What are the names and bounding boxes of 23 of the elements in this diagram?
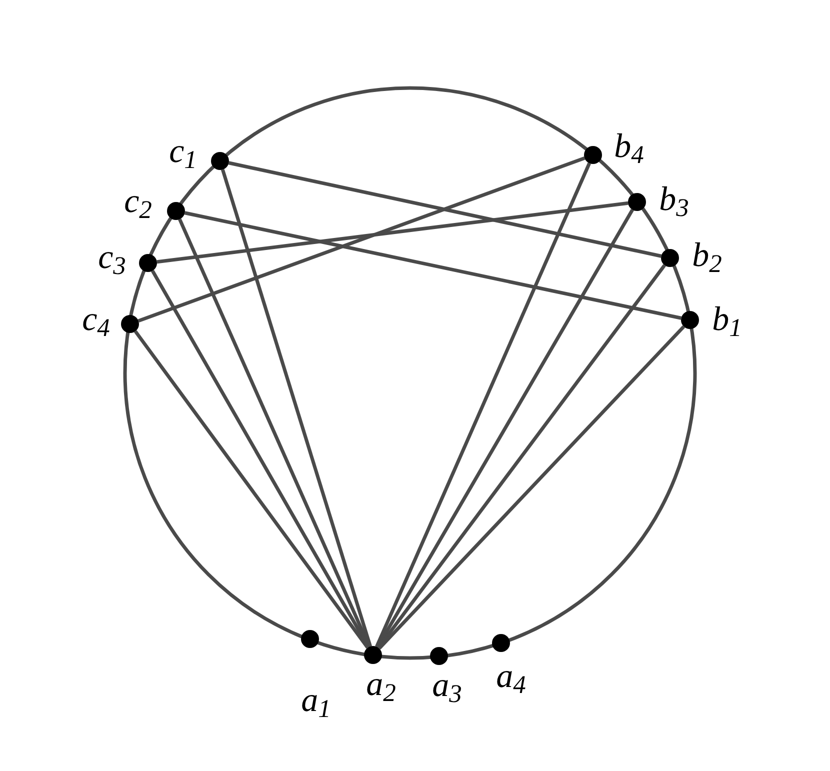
point-label: b$_{1}$ bbox=[712, 303, 742, 337]
connecting-line bbox=[134, 330, 370, 649]
point-label: b$_{4}$ bbox=[614, 130, 644, 164]
connecting-line bbox=[228, 161, 662, 258]
connecting-line bbox=[375, 162, 591, 648]
connecting-line bbox=[376, 208, 634, 648]
connecting-line bbox=[156, 201, 628, 264]
point-label: c$_{4}$ bbox=[82, 303, 110, 337]
connecting-line bbox=[221, 169, 372, 647]
point-label: c$_{2}$ bbox=[124, 185, 152, 219]
point-label: a$_{3}$ bbox=[432, 669, 462, 703]
connecting-line bbox=[150, 270, 370, 648]
point-label: b$_{3}$ bbox=[659, 183, 689, 217]
point-label: c$_{3}$ bbox=[98, 241, 126, 275]
point-label: a$_{1}$ bbox=[301, 684, 331, 718]
point-label: a$_{4}$ bbox=[496, 660, 526, 694]
connecting-line bbox=[184, 211, 682, 320]
connecting-line bbox=[376, 264, 666, 649]
point-label: c$_{1}$ bbox=[169, 135, 197, 169]
connecting-line bbox=[378, 325, 686, 650]
connecting-line bbox=[138, 156, 586, 323]
point-label: a$_{2}$ bbox=[366, 668, 396, 702]
point-label: b$_{2}$ bbox=[692, 239, 722, 273]
